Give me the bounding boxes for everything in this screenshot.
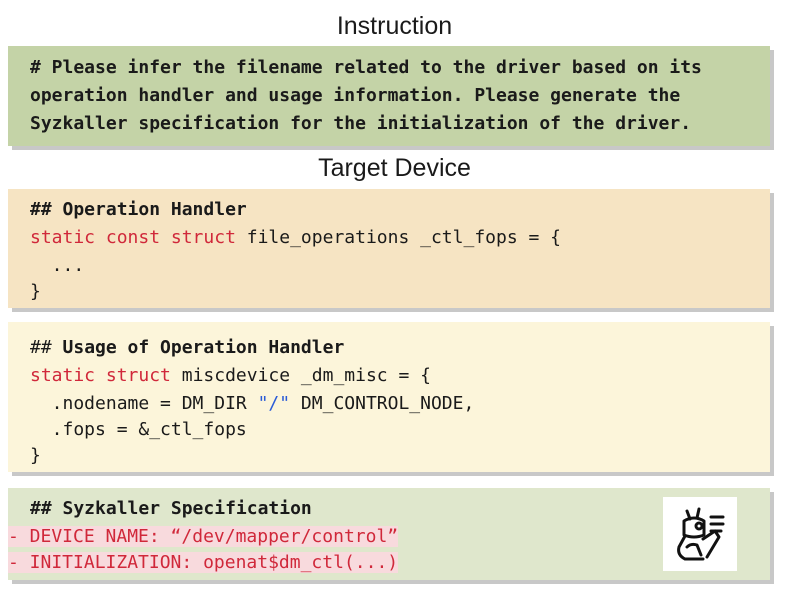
initialization-highlight: - INITIALIZATION: openat$dm_ctl(...): [8, 552, 399, 573]
instruction-line-1: # Please infer the filename related to t…: [30, 57, 702, 78]
usage-title: ## Usage of Operation Handler: [30, 334, 344, 362]
usage-declaration: static struct miscdevice _dm_misc = {: [30, 362, 431, 390]
spec-title: ## Syzkaller Specification: [30, 498, 312, 519]
handler-declaration: static const struct file_operations _ctl…: [30, 224, 561, 252]
usage-close: }: [30, 445, 41, 466]
robot-reading-icon: [663, 497, 737, 571]
syzkaller-spec-box: ## Syzkaller Specification - DEVICE NAME…: [8, 488, 770, 580]
usage-box: ## Usage of Operation Handler static str…: [8, 322, 770, 472]
nodename-pre: .nodename = DM_DIR: [30, 393, 258, 414]
handler-decl-rest: file_operations _ctl_fops = {: [235, 227, 562, 248]
target-device-heading: Target Device: [318, 154, 471, 182]
spec-initialization: - INITIALIZATION: openat$dm_ctl(...): [8, 549, 399, 577]
instruction-box: # Please infer the filename related to t…: [8, 46, 770, 146]
device-name-highlight: - DEVICE NAME: “/dev/mapper/control”: [8, 526, 399, 547]
usage-decl-rest: miscdevice _dm_misc = {: [170, 365, 431, 386]
nodename-post: DM_CONTROL_NODE,: [290, 393, 475, 414]
operation-handler-title: ## Operation Handler: [30, 199, 247, 220]
operation-handler-box: ## Operation Handler static const struct…: [8, 189, 770, 308]
instruction-line-3: Syzkaller specification for the initiali…: [30, 113, 692, 134]
instruction-line-2: operation handler and usage information.…: [30, 85, 681, 106]
usage-title-hash: ##: [30, 337, 63, 358]
handler-close: }: [30, 281, 41, 302]
instruction-heading: Instruction: [336, 12, 453, 40]
usage-title-text: Usage of Operation Handler: [62, 337, 345, 358]
usage-nodename: .nodename = DM_DIR "/" DM_CONTROL_NODE,: [30, 390, 475, 418]
nodename-string: "/": [257, 393, 291, 414]
usage-fops: .fops = &_ctl_fops: [30, 419, 247, 440]
handler-keywords: static const struct: [30, 227, 236, 248]
usage-keywords: static struct: [30, 365, 171, 386]
spec-device-name: - DEVICE NAME: “/dev/mapper/control”: [8, 523, 399, 551]
handler-body: ...: [30, 255, 85, 276]
